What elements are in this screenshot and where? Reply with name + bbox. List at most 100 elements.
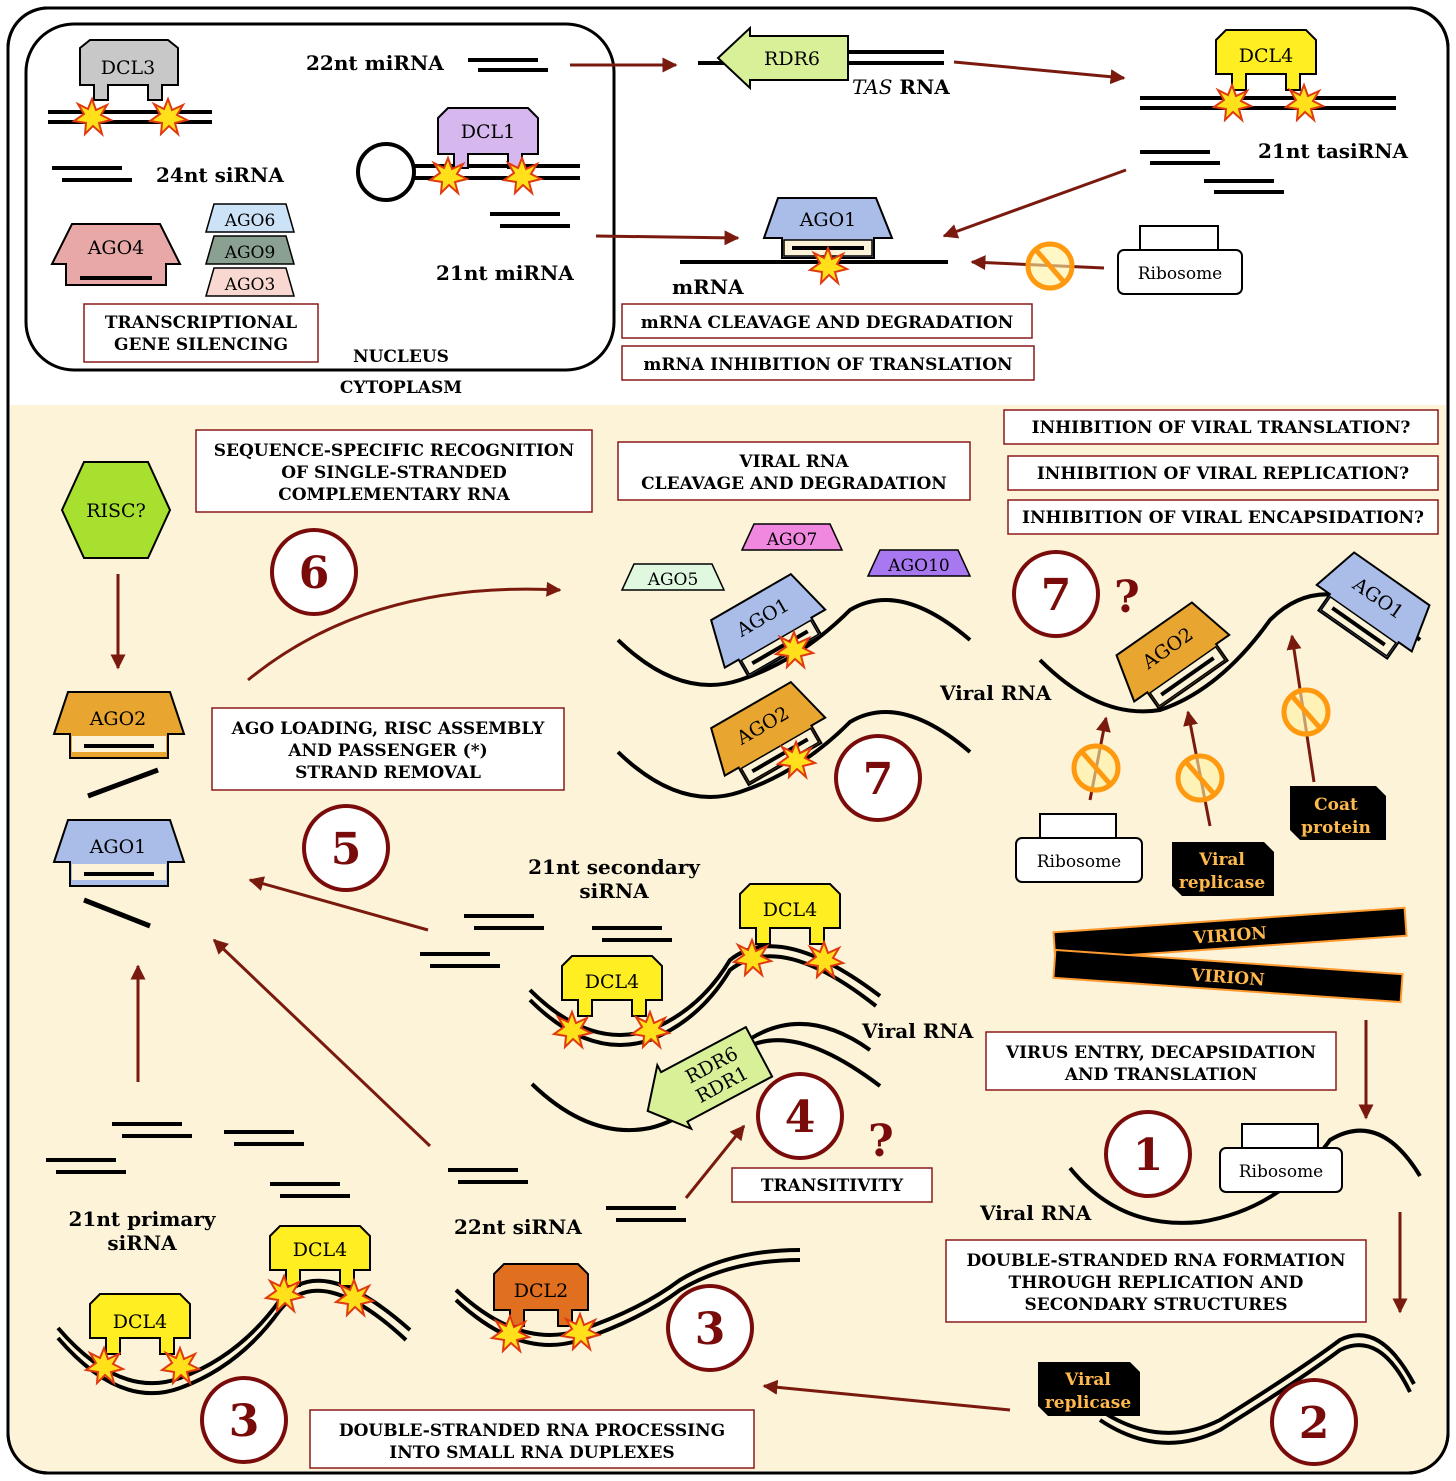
ds-formation-box [945,1239,1367,1323]
ago10-label: AGO10 [887,556,949,576]
ribosome-mid: Ribosome [1015,813,1143,883]
svg-text:Coat: Coat [1314,795,1358,815]
mrna-cleavage-text: mRNA CLEAVAGE AND DEGRADATION [641,313,1014,333]
svg-text:7: 7 [863,754,894,805]
svg-text:Viral: Viral [1064,1370,1111,1390]
step-1: 1 [1104,1110,1192,1198]
primary-line1: 21nt primary [69,1207,217,1231]
viral-replicase-mid: Viral replicase [1172,842,1274,896]
dcl4-secondary: DCL4 DCL4 [528,883,882,1048]
virion-1: VIRION [1052,906,1408,962]
ago1-mrna-label: AGO1 [799,209,857,231]
tgs-box [83,303,319,363]
transitivity-text: TRANSITIVITY [761,1176,904,1196]
viral-rna-ago1: AGO1 [616,572,972,687]
question-7: ? [1114,572,1140,623]
dcl4-tas-label: DCL4 [1239,45,1293,67]
ribosome-top: Ribosome [1117,225,1243,295]
dsform-line3: SECONDARY STRUCTURES [1025,1295,1288,1315]
svg-text:6: 6 [299,548,330,599]
dcl3-complex: DCL3 [48,39,212,135]
dcl4-secondary-a-label: DCL4 [585,971,639,993]
viral-cleave-line1: VIRAL RNA [738,452,849,472]
rdr6-label: RDR6 [764,48,820,70]
svg-text:protein: protein [1301,818,1371,838]
inh-encapsidation-text: INHIBITION OF VIRAL ENCAPSIDATION? [1022,508,1424,528]
processing-line1: DOUBLE-STRANDED RNA PROCESSING [339,1421,725,1441]
step-5: 5 [302,804,390,892]
ago2-loading: AGO2 [52,691,186,799]
step-7-right: 7 [1012,550,1100,638]
loading-line1: AGO LOADING, RISC ASSEMBLY [231,719,546,739]
primary-line2: siRNA [107,1231,177,1255]
ago2-loading-label: AGO2 [89,708,147,730]
viral-replicase-step2: Viral replicase [1038,1362,1140,1416]
ago7-label: AGO7 [766,530,818,550]
inh-translation-text: INHIBITION OF VIRAL TRANSLATION? [1032,418,1411,438]
loading-line2: AND PASSENGER (*) [287,741,487,761]
inh-encapsidation-box [1007,499,1439,535]
coat-protein: Coat protein [1290,786,1386,840]
ago1-mrna-complex: AGO1 mRNA [672,197,948,299]
dcl2-complex: DCL2 [454,1248,801,1352]
dcl4-secondary-b-label: DCL4 [763,899,817,921]
tasirna-21nt: 21nt tasiRNA [1140,139,1409,194]
risc-hexagon: RISC? [60,461,172,559]
risc-label: RISC? [86,500,146,522]
svg-text:7: 7 [1041,570,1072,621]
tasirna-21nt-label: 21nt tasiRNA [1258,139,1409,163]
svg-text:replicase: replicase [1179,873,1266,893]
secondary-line2: siRNA [579,879,649,903]
viral-rna-label-mid: Viral RNA [939,681,1052,705]
seq-recognition-box [195,429,593,513]
cytoplasm-label: CYTOPLASM [340,378,462,398]
ago-stack: AGO6 AGO9 AGO3 [205,203,295,297]
dcl1-label: DCL1 [461,121,515,143]
dcl4-primary: DCL4 DCL4 [56,1225,412,1396]
dsrna-step2 [1098,1333,1416,1445]
mrna-inhibition-box [621,345,1035,381]
seq-line3: COMPLEMENTARY RNA [278,485,510,505]
inh-replication-box [1007,455,1439,491]
svg-text:5: 5 [331,824,362,875]
ribosome-step1: Ribosome [1219,1123,1343,1193]
ago1-loading: AGO1 [52,819,186,929]
svg-text:3: 3 [229,1396,260,1447]
virion-2: VIRION [1052,948,1404,1004]
seq-line2: OF SINGLE-STRANDED [281,463,507,483]
ago6-label: AGO6 [224,211,276,231]
dcl4-primary-a-label: DCL4 [113,1311,167,1333]
ago5-shape [620,563,726,591]
dcl1-complex: DCL1 [356,107,580,202]
svg-text:replicase: replicase [1045,1393,1132,1413]
processing-line2: INTO SMALL RNA DUPLEXES [389,1443,674,1463]
dcl2-label: DCL2 [514,1280,568,1302]
viral-rna-label-rdr: Viral RNA [861,1019,974,1043]
ago4-label: AGO4 [87,237,145,259]
tgs-line1: TRANSCRIPTIONAL [105,313,297,333]
entry-line1: VIRUS ENTRY, DECAPSIDATION [1005,1043,1316,1063]
step-3-left: 3 [200,1376,288,1464]
rdr6-tas-complex: RDR6 TAS RNA [698,25,950,99]
step-7-center: 7 [834,734,922,822]
loading-line3: STRAND REMOVAL [295,763,481,783]
ribosome-top-label: Ribosome [1138,264,1223,284]
mrna-inhibition-text: mRNA INHIBITION OF TRANSLATION [643,355,1012,375]
dcl4-tas-complex: DCL4 [1140,29,1396,121]
tas-rna-label: TAS RNA [852,75,950,99]
sirna-24nt: 24nt siRNA [52,163,284,187]
ago7-shape [740,523,844,551]
rdr-complex: RDR6 RDR1 [530,1021,882,1133]
viral-rna-ago2: AGO2 [616,680,972,799]
inh-replication-text: INHIBITION OF VIRAL REPLICATION? [1037,464,1409,484]
mirna-22nt-label: 22nt miRNA [306,51,444,75]
svg-text:1: 1 [1133,1130,1164,1181]
dsform-line1: DOUBLE-STRANDED RNA FORMATION [967,1251,1346,1271]
transitivity-box [731,1167,933,1203]
tgs-line2: GENE SILENCING [114,335,288,355]
viral-rna-step1 [1068,1128,1422,1225]
dcl4-primary-b-label: DCL4 [293,1239,347,1261]
sirna-22nt-label: 22nt siRNA [454,1215,582,1239]
entry-line2: AND TRANSLATION [1064,1065,1257,1085]
